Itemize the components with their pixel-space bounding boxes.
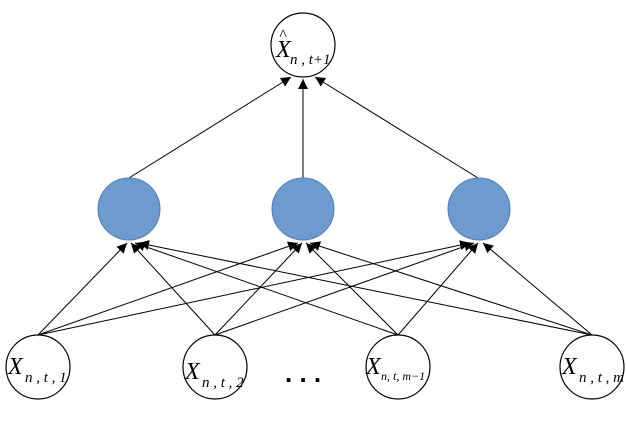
- hidden-node-2: [271, 177, 335, 241]
- input-node-4-base: X: [561, 354, 578, 380]
- input-node-2-base: X: [184, 359, 201, 385]
- input-node-4: X n , t , m: [559, 334, 625, 400]
- hidden-node-1: [97, 177, 161, 241]
- input-node-2: X n , t , 2: [182, 334, 248, 400]
- input-node-4-subscript: n , t , m: [579, 370, 624, 386]
- edge-i1-h3: [37, 240, 471, 336]
- output-node-base: X: [275, 37, 292, 63]
- hidden-layer: [97, 177, 511, 241]
- edge-h3-out: [314, 76, 479, 179]
- input-node-1-subscript: n , t , 1: [25, 370, 67, 386]
- input-node-1: X n , t , 1: [5, 334, 71, 400]
- edge-i1-h2: [37, 241, 299, 336]
- output-node-subscript: n , t+1: [290, 52, 331, 68]
- edge-i3-h2: [305, 242, 399, 336]
- input-to-hidden-edges: [37, 240, 593, 336]
- input-node-1-base: X: [7, 354, 24, 380]
- edge-h1-out: [128, 76, 292, 179]
- edge-i4-h2: [309, 241, 593, 336]
- input-node-3: X n, t, m−1: [365, 334, 431, 400]
- edge-i3-h1: [134, 241, 399, 336]
- output-node-hat: ^: [279, 27, 287, 44]
- edge-i1-h1: [37, 242, 128, 336]
- ellipsis: . . .: [285, 358, 321, 388]
- hidden-to-output-edges: [128, 76, 479, 179]
- edge-i2-h2: [214, 242, 303, 336]
- edge-i4-h1: [138, 240, 593, 336]
- edge-i2-h1: [130, 242, 216, 336]
- edge-i4-h3: [482, 242, 593, 336]
- edge-i3-h3: [397, 242, 479, 336]
- input-node-2-subscript: n , t , 2: [202, 375, 244, 391]
- input-node-3-base: X: [365, 354, 382, 380]
- hidden-node-3: [447, 177, 511, 241]
- output-node: X ^ n , t+1: [270, 12, 336, 78]
- edge-i2-h3: [214, 241, 475, 336]
- input-node-3-subscript: n, t, m−1: [381, 369, 425, 383]
